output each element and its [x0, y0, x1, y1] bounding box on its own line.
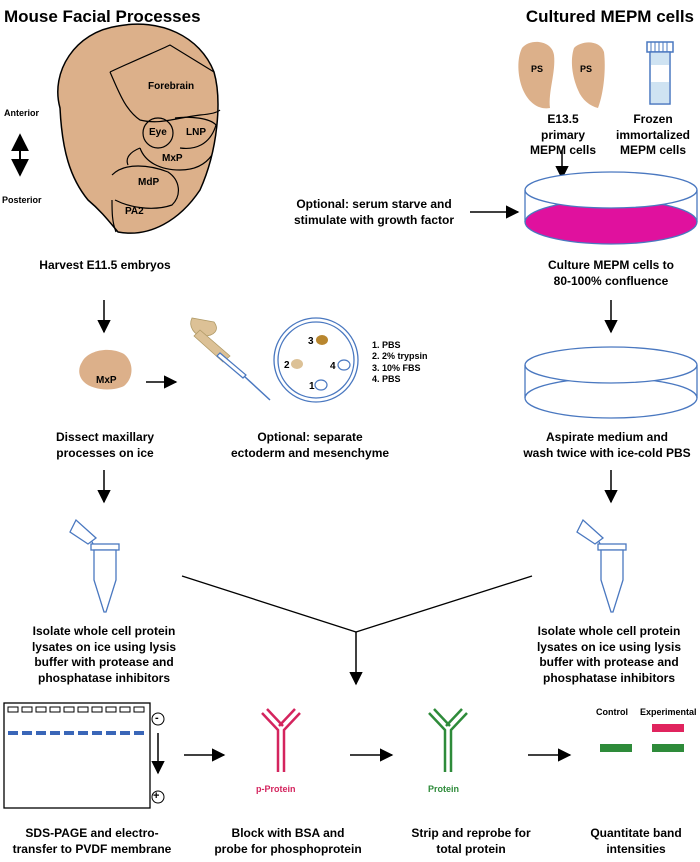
label-p-protein: p-Protein [256, 784, 296, 794]
culture-dish-empty [524, 346, 698, 419]
cryovial-icon [646, 41, 674, 105]
petri-dish-wells [273, 317, 359, 403]
gel-band [22, 731, 32, 735]
gel-well [63, 706, 75, 713]
label-experimental: Experimental [640, 707, 697, 717]
text-culture: Culture MEPM cells to 80-100% confluence [547, 258, 675, 288]
text-primary-cells: E13.5 primary MEPM cells [529, 112, 597, 158]
gel-well [105, 706, 117, 713]
gel-band [120, 731, 130, 735]
label-ps-right: PS [580, 64, 593, 74]
label-forebrain: Forebrain [148, 81, 195, 92]
text-aspirate: Aspirate medium and wash twice with ice-… [523, 430, 691, 460]
text-starve: Optional: serum starve and stimulate wit… [293, 197, 454, 227]
gel-well [49, 706, 61, 713]
mxp-tissue [79, 349, 132, 390]
gel-well [21, 706, 33, 713]
label-posterior: Posterior [2, 195, 42, 205]
text-block: Block with BSA and probe for phosphoprot… [214, 826, 362, 856]
gel-band [36, 731, 46, 735]
phospho-antibody-icon [261, 708, 301, 772]
well-legend: 1. PBS 2. 2% trypsin 3. 10% FBS 4. PBS [372, 340, 428, 384]
gel-band [64, 731, 74, 735]
gel-well [35, 706, 47, 713]
label-anterior: Anterior [4, 108, 40, 118]
label-control: Control [596, 707, 628, 717]
band-experimental-phospho [652, 724, 684, 732]
text-separate: Optional: separate ectoderm and mesenchy… [230, 430, 390, 460]
palatal-shelf-left [518, 41, 555, 109]
band-control-total [600, 744, 632, 752]
label-mdp: MdP [138, 177, 160, 188]
merge-line-left [181, 575, 357, 633]
text-frozen-cells: Frozen immortalized MEPM cells [615, 112, 690, 158]
gel-band [50, 731, 60, 735]
gel-band [106, 731, 116, 735]
gel-well [91, 706, 103, 713]
gel-band [92, 731, 102, 735]
label-protein: Protein [428, 784, 460, 794]
text-dissect: Dissect maxillary processes on ice [55, 430, 155, 460]
label-eye: Eye [149, 127, 167, 138]
text-lysate-right: Isolate whole cell protein lysates on ic… [536, 624, 682, 685]
gel-well [77, 706, 89, 713]
well-label-4: 4 [330, 361, 336, 372]
text-sds: SDS-PAGE and electro- transfer to PVDF m… [12, 826, 172, 856]
microcentrifuge-tube-left [69, 518, 120, 613]
text-lysate-left: Isolate whole cell protein lysates on ic… [31, 624, 177, 685]
heading-left: Mouse Facial Processes [4, 7, 201, 26]
microcentrifuge-tube-right [576, 518, 627, 613]
label-mxp: MxP [162, 153, 183, 164]
gel-membrane [3, 702, 165, 809]
text-strip: Strip and reprobe for total protein [411, 826, 531, 856]
gel-band [134, 731, 144, 735]
well-label-2: 2 [284, 360, 290, 371]
gel-band [78, 731, 88, 735]
gel-band [8, 731, 18, 735]
label-ps-left: PS [531, 64, 544, 74]
total-antibody-icon [428, 708, 468, 772]
well-label-3: 3 [308, 336, 314, 347]
gel-well [133, 706, 145, 713]
gel-well [119, 706, 131, 713]
gel-plus: + [153, 790, 160, 802]
gel-well [7, 706, 19, 713]
label-lnp: LNP [186, 127, 206, 138]
heading-right: Cultured MEPM cells [525, 7, 694, 26]
band-experimental-total [652, 744, 684, 752]
label-mxp-tissue: MxP [96, 375, 117, 386]
merge-line-right [355, 575, 533, 633]
mouse-face-illustration [57, 23, 221, 234]
gel-minus: - [155, 712, 159, 724]
text-harvest: Harvest E11.5 embryos [39, 258, 171, 272]
text-quantitate: Quantitate band intensities [590, 826, 682, 856]
well-label-1: 1 [309, 381, 315, 392]
pipette-icon [190, 317, 271, 401]
culture-dish-magenta [524, 171, 698, 245]
palatal-shelf-right [571, 42, 605, 108]
label-pa2: PA2 [125, 206, 144, 217]
